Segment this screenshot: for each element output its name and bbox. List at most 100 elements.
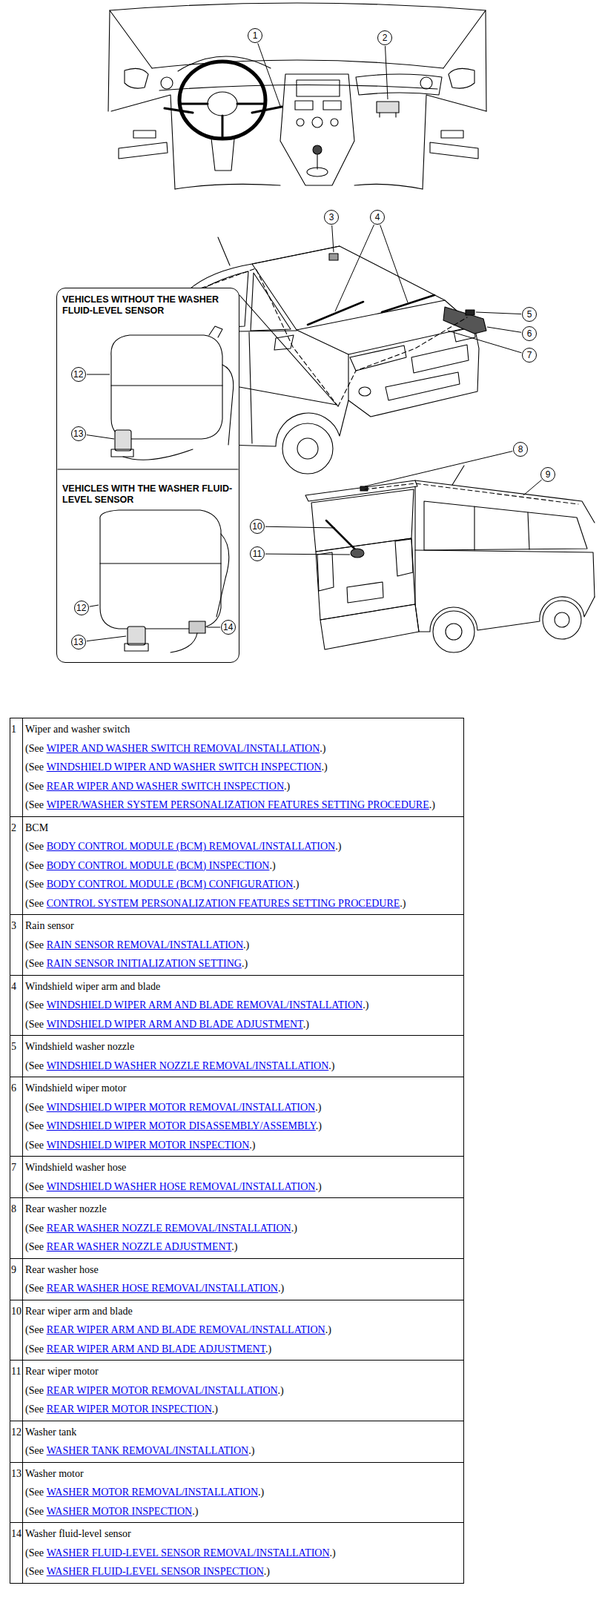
see-prefix: (See xyxy=(25,878,44,890)
see-suffix: .) xyxy=(291,1222,298,1234)
leader-line xyxy=(258,43,281,107)
row-number: 10 xyxy=(11,1301,22,1322)
see-suffix: .) xyxy=(325,1324,332,1336)
leader-line xyxy=(86,374,110,376)
inset-drawing xyxy=(111,449,134,457)
reference-link: RAIN SENSOR INITIALIZATION SETTING xyxy=(46,957,242,969)
see-suffix: .) xyxy=(399,897,406,909)
see-suffix: .) xyxy=(315,1120,322,1132)
dashboard-drawing xyxy=(108,10,152,112)
see-suffix: .) xyxy=(283,780,290,792)
front-car-drawing xyxy=(252,246,445,330)
inset-drawing xyxy=(127,626,146,645)
rear-car-drawing xyxy=(305,465,595,653)
leader-line xyxy=(332,225,334,253)
table-row: 4Windshield wiper arm and blade(SeeWINDS… xyxy=(10,974,465,1036)
node-layer: 1234567VEHICLES WITHOUT THE WASHER FLUID… xyxy=(0,0,602,712)
inset-drawing xyxy=(100,562,221,564)
front-car-drawing xyxy=(217,237,230,266)
rear-car-drawing xyxy=(432,610,475,653)
part-name: Windshield washer hose xyxy=(25,1158,462,1178)
leader-line xyxy=(206,627,221,628)
reference-line: (SeeREAR WIPER ARM AND BLADE ADJUSTMENT.… xyxy=(25,1339,462,1359)
dashboard-drawing xyxy=(111,94,175,190)
table-cell: 9 xyxy=(10,1258,23,1300)
reference-line: (SeeWINDSHIELD WIPER MOTOR REMOVAL/INSTA… xyxy=(25,1097,462,1118)
see-prefix: (See xyxy=(25,1120,44,1132)
rear-car-drawing xyxy=(360,486,368,491)
inset-drawing xyxy=(123,449,193,460)
rear-car-drawing xyxy=(554,612,570,628)
dashboard-drawing xyxy=(355,74,442,95)
reference-link: REAR WIPER ARM AND BLADE ADJUSTMENT xyxy=(46,1343,266,1355)
leader-line xyxy=(86,435,115,439)
callout-circle: 1 xyxy=(247,28,263,43)
reference-line: (SeeWINDSHIELD WIPER ARM AND BLADE ADJUS… xyxy=(25,1014,462,1035)
reference-link: CONTROL SYSTEM PERSONALIZATION FEATURES … xyxy=(46,897,401,909)
reference-link: WINDSHIELD WIPER AND WASHER SWITCH INSPE… xyxy=(46,761,322,773)
table-cell: 6 xyxy=(10,1077,23,1157)
callout-circle: 8 xyxy=(513,441,528,457)
dashboard-drawing xyxy=(108,2,487,190)
front-car-drawing xyxy=(465,309,475,316)
see-prefix: (See xyxy=(25,1343,44,1355)
dashboard-drawing xyxy=(306,167,328,177)
row-number: 9 xyxy=(11,1260,22,1280)
see-prefix: (See xyxy=(25,742,44,754)
front-car-drawing xyxy=(349,345,407,371)
dashboard-drawing xyxy=(312,145,322,155)
table-cell: Rear washer hose(SeeREAR WASHER HOSE REM… xyxy=(22,1258,465,1300)
see-suffix: .) xyxy=(258,1486,264,1498)
inset-drawing xyxy=(189,621,206,634)
see-suffix: .) xyxy=(429,799,436,811)
reference-link: REAR WASHER HOSE REMOVAL/INSTALLATION xyxy=(46,1282,279,1294)
reference-line: (SeeWASHER TANK REMOVAL/INSTALLATION.) xyxy=(25,1441,462,1461)
rear-car-drawing xyxy=(350,548,365,558)
rear-car-drawing xyxy=(424,501,588,551)
part-name: Washer fluid-level sensor xyxy=(25,1524,462,1544)
dashboard-drawing xyxy=(323,100,342,110)
see-suffix: .) xyxy=(241,957,248,969)
table-cell: 5 xyxy=(10,1035,23,1078)
dashboard-drawing xyxy=(422,94,487,190)
table-row: 14Washer fluid-level sensor(SeeWASHER FL… xyxy=(10,1522,465,1584)
inset-drawing xyxy=(222,364,234,445)
dashboard-drawing xyxy=(420,77,433,89)
see-suffix: .) xyxy=(265,1343,272,1355)
leader-line xyxy=(265,553,350,556)
see-prefix: (See xyxy=(25,1324,44,1336)
see-prefix: (See xyxy=(25,1139,44,1151)
callout-number: 1 xyxy=(252,31,258,41)
reference-line: (SeeWINDSHIELD WIPER MOTOR DISASSEMBLY/A… xyxy=(25,1116,462,1136)
reference-link: WASHER MOTOR REMOVAL/INSTALLATION xyxy=(46,1486,258,1498)
dashboard-drawing xyxy=(330,118,339,127)
dashboard-drawing xyxy=(280,74,355,186)
front-car-drawing xyxy=(249,332,253,444)
dashboard-drawing xyxy=(211,138,235,171)
row-number: 5 xyxy=(11,1037,22,1057)
leader-line xyxy=(523,479,542,496)
table-cell: 11 xyxy=(10,1360,23,1422)
dashboard-drawing xyxy=(296,80,340,97)
inset-drawing xyxy=(239,295,337,405)
table-row: 7Windshield washer hose(SeeWINDSHIELD WA… xyxy=(10,1156,465,1199)
callout-number: 5 xyxy=(527,309,533,319)
see-suffix: .) xyxy=(362,999,369,1011)
row-number: 12 xyxy=(11,1422,22,1442)
table-row: 9Rear washer hose(SeeREAR WASHER HOSE RE… xyxy=(10,1258,465,1300)
reference-line: (SeeWINDSHIELD WIPER AND WASHER SWITCH I… xyxy=(25,757,462,777)
rear-car-drawing xyxy=(346,581,384,603)
row-number: 7 xyxy=(11,1158,22,1178)
table-row: 6Windshield wiper motor(SeeWINDSHIELD WI… xyxy=(10,1077,465,1157)
dashboard-drawing xyxy=(379,112,396,118)
callout-number: 11 xyxy=(252,549,262,559)
leader-line xyxy=(447,330,522,353)
reference-line: (SeeWASHER MOTOR REMOVAL/INSTALLATION.) xyxy=(25,1482,462,1503)
table-cell: 8 xyxy=(10,1198,23,1259)
inset-drawing xyxy=(209,326,223,338)
see-suffix: .) xyxy=(243,939,250,951)
rear-car-drawing xyxy=(542,600,582,640)
see-prefix: (See xyxy=(25,1547,44,1559)
front-car-drawing xyxy=(338,317,468,407)
parts-table: 1Wiper and washer switch(SeeWIPER AND WA… xyxy=(9,717,465,1584)
